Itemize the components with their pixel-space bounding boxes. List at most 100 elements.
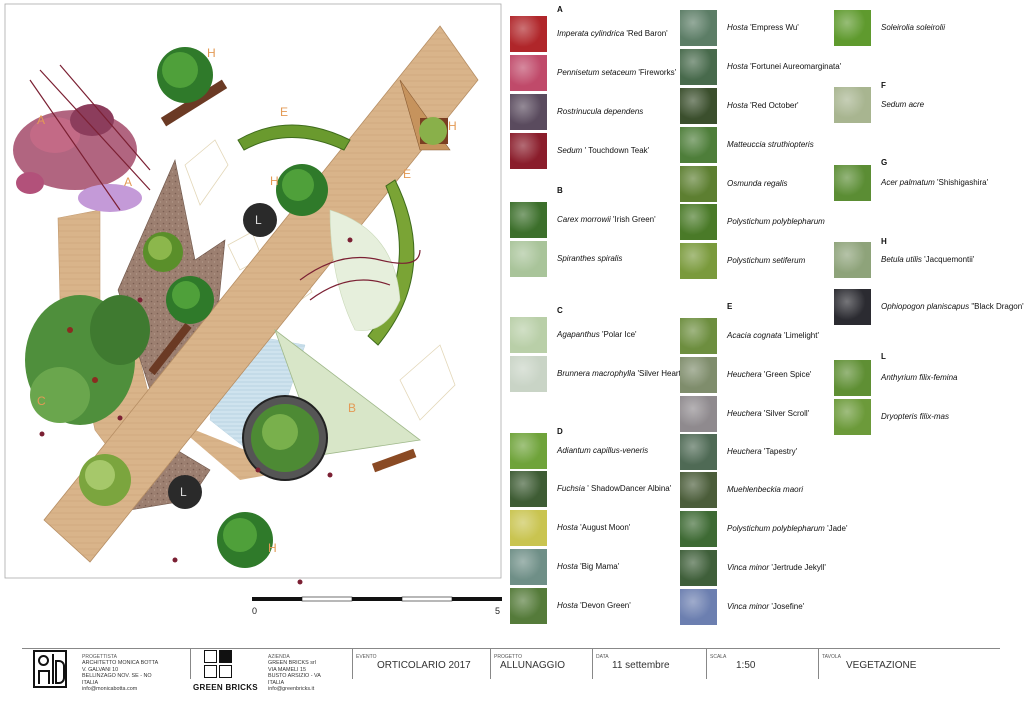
legend-plant-entry: Polystichum polyblepharum 'Jade' <box>680 511 850 547</box>
plan-label: E <box>403 167 411 181</box>
plant-name: Hosta 'August Moon' <box>557 523 630 532</box>
plant-name: Heuchera 'Green Spice' <box>727 370 811 379</box>
plant-genus: Betula utilis <box>881 255 922 264</box>
plant-name: Hosta 'Big Mama' <box>557 562 619 571</box>
title-separator <box>490 649 491 679</box>
plant-genus: Osmunda regalis <box>727 179 788 188</box>
garden-plan: A A H E E H H L L C B H 0 5 <box>4 3 502 616</box>
tree-h-mid <box>166 276 214 324</box>
legend-plant-entry: Heuchera 'Green Spice' <box>680 357 850 393</box>
scale-bar: 0 5 <box>252 596 502 616</box>
plan-letter-labels: A A H E E H H L L C B H <box>37 46 457 555</box>
plant-cultivar: 'Silver Scroll' <box>763 409 810 418</box>
title-separator <box>706 649 707 679</box>
legend-plant-entry: Dryopteris filix-mas <box>834 399 1004 435</box>
plant-photo <box>834 87 871 123</box>
title-separator <box>190 649 191 679</box>
legend-plant-entry: Pennisetum setaceum 'Fireworks' <box>510 55 680 91</box>
plant-photo <box>680 204 717 240</box>
plant-genus: Matteuccia struthiopteris <box>727 140 814 149</box>
designer-line: ARCHITETTO MONICA BOTTA <box>82 660 159 666</box>
plant-name: Carex morrowii 'Irish Green' <box>557 215 656 224</box>
plan-label: H <box>448 119 457 133</box>
legend-plant-entry: Agapanthus 'Polar Ice' <box>510 317 680 353</box>
plant-photo <box>834 242 871 278</box>
plan-label: L <box>180 485 187 499</box>
plant-photo <box>680 472 717 508</box>
shrub-top-right <box>419 117 447 145</box>
plant-cultivar: 'Devon Green' <box>580 601 631 610</box>
plant-name: Sedum acre <box>881 100 924 109</box>
legend-plant-entry: Hosta 'Big Mama' <box>510 549 680 585</box>
hedge-arc-right <box>367 179 415 346</box>
legend-group-letter: L <box>881 352 886 361</box>
legend-plant-entry: Hosta 'Fortunei Aureomarginata' <box>680 49 850 85</box>
plant-cultivar: 'Big Mama' <box>580 562 620 571</box>
legend-plant-entry: Rostrinucula dependens <box>510 94 680 130</box>
plant-photo <box>510 510 547 546</box>
plant-name: Agapanthus 'Polar Ice' <box>557 330 637 339</box>
legend-plant-entry: Polystichum polyblepharum <box>680 204 850 240</box>
plant-genus: Rostrinucula dependens <box>557 107 644 116</box>
plant-cluster-c <box>25 295 150 425</box>
plant-photo <box>834 360 871 396</box>
main-boardwalk <box>43 25 479 563</box>
red-curves <box>299 249 421 301</box>
legend-plant-entry: Muehlenbeckia maori <box>680 472 850 508</box>
plant-name: Heuchera 'Silver Scroll' <box>727 409 809 418</box>
legend-group-letter: B <box>557 186 563 195</box>
plant-cultivar: 'Green Spice' <box>763 370 812 379</box>
plant-genus: Heuchera <box>727 409 762 418</box>
plant-genus: Imperata cylindrica <box>557 29 625 38</box>
plant-genus: Dryopteris filix-mas <box>881 412 950 421</box>
plant-genus: Vinca minor <box>727 602 770 611</box>
sheet-label: TAVOLA <box>822 654 841 660</box>
plant-cultivar: 'Shishigashira' <box>937 178 989 187</box>
plant-name: Betula utilis 'Jacquemontii' <box>881 255 974 264</box>
plant-cultivar: 'Empress Wu' <box>750 23 799 32</box>
plant-genus: Sedum <box>557 146 583 155</box>
logo-circle-icon <box>38 655 49 666</box>
plant-cultivar: 'Josefine' <box>771 602 805 611</box>
plant-photo <box>680 127 717 163</box>
plant-name: Adiantum capillus-veneris <box>557 446 648 455</box>
plant-genus: Soleirolia soleirolii <box>881 23 946 32</box>
company-line: VIA MAMELI 15 <box>268 666 307 673</box>
company-line: BUSTO ARSIZIO - VA <box>268 673 321 680</box>
bench-right <box>371 448 417 473</box>
logo-bar-icon <box>52 654 54 684</box>
plant-genus: Heuchera <box>727 447 762 456</box>
plant-genus: Anthyrium filix-femina <box>881 373 958 382</box>
legend-group-letter: E <box>727 302 733 311</box>
title-separator <box>592 649 593 679</box>
plant-photo <box>680 88 717 124</box>
plant-cultivar: 'Tapestry' <box>763 447 798 456</box>
plant-photo <box>680 396 717 432</box>
plant-genus: Carex morrowii <box>557 215 611 224</box>
plan-label: B <box>348 401 356 415</box>
plant-genus: Fuchsia <box>557 484 586 493</box>
plant-name: Hosta 'Empress Wu' <box>727 23 799 32</box>
legend-plant-entry: Polystichum setiferum <box>680 243 850 279</box>
scale-end-label: 5 <box>495 606 500 616</box>
plan-label: C <box>37 394 46 408</box>
legend-group-letter: G <box>881 158 888 167</box>
plan-label: H <box>268 541 277 555</box>
date-value: 11 settembre <box>612 660 670 671</box>
legend-plant-entry: Betula utilis 'Jacquemontii' <box>834 242 1004 278</box>
plant-genus: Polystichum polyblepharum <box>727 524 825 533</box>
plant-genus: Heuchera <box>727 370 762 379</box>
plant-cultivar: 'August Moon' <box>580 523 631 532</box>
tree-h-top <box>157 47 213 103</box>
plant-name: Pennisetum setaceum 'Fireworks' <box>557 68 676 77</box>
plant-genus: Hosta <box>727 101 748 110</box>
plant-genus: Agapanthus <box>557 330 600 339</box>
plant-genus: Vinca minor <box>727 563 770 572</box>
plant-photo <box>510 55 547 91</box>
plant-genus: Polystichum setiferum <box>727 256 806 265</box>
plant-cultivar: "Black Dragon' <box>971 302 1024 311</box>
legend-plant-entry: Imperata cylindrica 'Red Baron' <box>510 16 680 52</box>
company-logo <box>200 650 240 680</box>
sheet-value: VEGETAZIONE <box>846 660 917 671</box>
